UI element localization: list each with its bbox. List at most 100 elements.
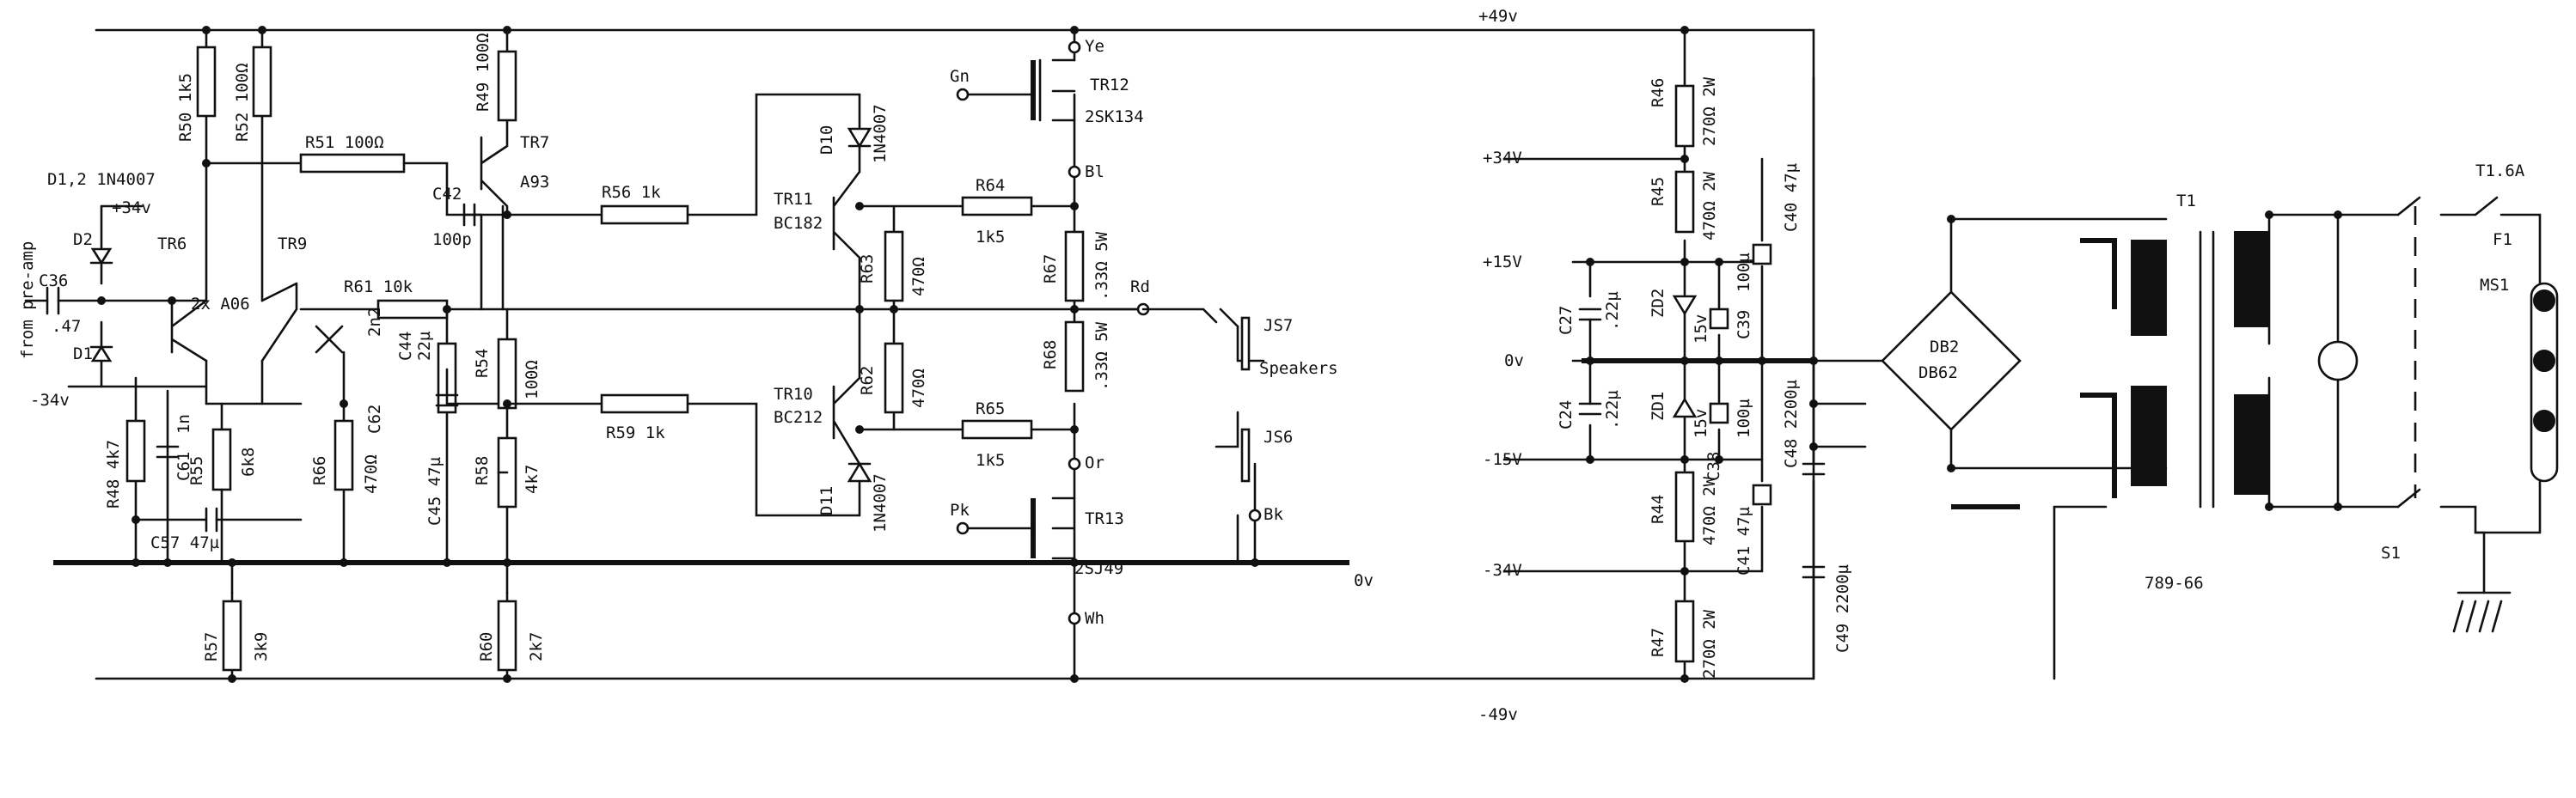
label-r46: R46: [1649, 78, 1667, 107]
label-tr6: TR6: [157, 235, 187, 253]
label-r57-value: 3k9: [252, 632, 271, 661]
label-d10-value: 1N4007: [871, 104, 890, 163]
label-zd1-value: 15v: [1692, 409, 1710, 438]
label-r58-value: 4k7: [523, 465, 542, 494]
label-r44-value: 470Ω 2W: [1700, 476, 1719, 545]
feedback-r54-r58: [222, 308, 861, 680]
label-a06: 2x A06: [191, 295, 250, 314]
rail-label-0v: 0v: [1354, 571, 1374, 590]
junction-dots: [97, 26, 2342, 683]
label-c36-value: .47: [52, 317, 81, 336]
label-ms1: MS1: [2480, 276, 2509, 295]
label-r59: R59 1k: [606, 423, 665, 442]
label-a93: A93: [520, 173, 549, 192]
label-speakers: Speakers: [1259, 359, 1338, 378]
label-r67-value: .33Ω 5W: [1092, 231, 1111, 301]
label-db62: DB62: [1918, 363, 1958, 382]
label-r64: R64: [976, 176, 1005, 195]
label-t1-part: 789-66: [2145, 574, 2204, 593]
label-c40: C40 47µ: [1782, 163, 1801, 232]
label-r45-value: 470Ω 2W: [1700, 171, 1719, 241]
label-r68-value: .33Ω 5W: [1092, 321, 1111, 391]
label-tr13: TR13: [1085, 509, 1124, 528]
label-r67: R67: [1041, 254, 1060, 283]
label-d11-value: 1N4007: [871, 473, 890, 533]
label-r66: R66: [310, 456, 329, 485]
label-tr10: TR10: [774, 385, 813, 404]
label-r47-value: 270Ω 2W: [1700, 609, 1719, 679]
label-c61: C61: [174, 452, 193, 481]
label-r60: R60: [477, 632, 496, 661]
label-d11: D11: [817, 486, 836, 515]
label-r52: R52 100Ω: [233, 63, 252, 142]
output-stage: [832, 28, 1265, 680]
label-r68: R68: [1041, 340, 1060, 369]
label-tr12: TR12: [1090, 76, 1129, 94]
label-tr9: TR9: [278, 235, 307, 253]
label-r61: R61 10k: [344, 277, 413, 296]
label-r46-value: 270Ω 2W: [1700, 76, 1719, 146]
label-preamp: from pre-amp: [18, 241, 37, 359]
label-r65: R65: [976, 399, 1005, 418]
label-tr12-value: 2SK134: [1085, 107, 1144, 126]
label-c48: C48 2200µ: [1782, 380, 1801, 468]
label-r48: R48 4k7: [104, 440, 123, 509]
label-zd1: ZD1: [1649, 392, 1667, 421]
rail-label-m15: -15V: [1483, 450, 1522, 469]
label-wh: Wh: [1085, 609, 1104, 628]
label-c24-value: .22µ: [1603, 390, 1622, 429]
label-c39-value: 100µ: [1735, 253, 1753, 292]
label-zd2: ZD2: [1649, 289, 1667, 318]
label-or: Or: [1085, 454, 1104, 472]
rail-label-0v-psu: 0v: [1504, 351, 1524, 370]
label-pk: Pk: [950, 501, 970, 520]
label-tr11: TR11: [774, 190, 813, 209]
rail-label-p34: +34V: [1483, 149, 1522, 168]
label-p34-in: +34v: [112, 198, 151, 217]
label-d12: D1,2 1N4007: [47, 170, 156, 189]
label-r63-value: 470Ω: [909, 257, 928, 296]
label-c27-value: .22µ: [1603, 291, 1622, 331]
label-r58: R58: [473, 456, 492, 485]
rail-label-m34: -34V: [1483, 561, 1522, 580]
label-r57: R57: [202, 632, 221, 661]
vas-stage: [462, 28, 861, 311]
label-c39: C39: [1735, 310, 1753, 339]
label-gn: Gn: [950, 67, 970, 86]
label-c27: C27: [1557, 306, 1576, 335]
label-js7: JS7: [1264, 316, 1293, 335]
label-r54: R54: [473, 349, 492, 378]
supply-rails: [53, 28, 1815, 680]
power-supply: [1502, 28, 2559, 680]
label-rd: Rd: [1130, 277, 1150, 296]
label-d2: D2: [73, 230, 93, 249]
label-r49: R49 100Ω: [474, 33, 493, 112]
label-r50: R50 1k5: [176, 73, 195, 142]
label-c38: C38: [1704, 452, 1723, 481]
label-c49: C49 2200µ: [1833, 564, 1852, 653]
label-bk: Bk: [1264, 505, 1283, 524]
label-r66-value: 470Ω: [362, 454, 381, 494]
label-c61-value: 1n: [174, 414, 193, 434]
label-m34-in: -34v: [30, 391, 70, 410]
label-r47: R47: [1649, 628, 1667, 657]
label-ye: Ye: [1085, 37, 1104, 56]
label-c62-value: 2n2: [365, 308, 384, 337]
label-s1: S1: [2381, 544, 2401, 563]
label-c24: C24: [1557, 400, 1576, 429]
label-tr13-value: 2SJ49: [1074, 559, 1123, 578]
label-r55: R55: [187, 456, 206, 485]
label-r65-value: 1k5: [976, 451, 1005, 470]
label-c57: C57 47µ: [150, 533, 219, 552]
label-bc182: BC182: [774, 214, 823, 233]
label-r54-value: 100Ω: [523, 360, 542, 399]
label-c62: C62: [365, 405, 384, 434]
label-r60-value: 2k7: [527, 632, 546, 661]
label-c44-value: 22µ: [415, 332, 434, 361]
rail-label-m49: -49v: [1478, 705, 1518, 724]
label-c38-value: 100µ: [1735, 399, 1753, 438]
rail-label-p49: +49v: [1478, 7, 1518, 26]
label-r51: R51 100Ω: [305, 133, 384, 152]
label-t1: T1: [2176, 192, 2196, 210]
label-bc212: BC212: [774, 408, 823, 427]
